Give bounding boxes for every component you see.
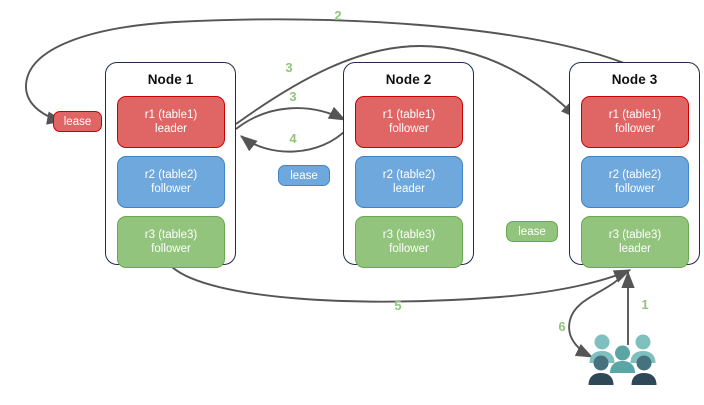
users-icon-svg — [588, 334, 657, 385]
replica-r3-node3[interactable]: r3 (table3) leader — [581, 216, 689, 268]
node-title: Node 2 — [385, 72, 432, 87]
node-box-node3[interactable]: Node 3 r1 (table1) follower r2 (table2) … — [569, 62, 700, 268]
replica-role: follower — [151, 183, 191, 195]
replica-name: r2 (table2) — [608, 169, 662, 181]
node-box-node1[interactable]: Node 1 r1 (table1) leader r2 (table2) fo… — [105, 62, 236, 268]
person-front-right-icon — [631, 355, 657, 385]
replica-role: follower — [389, 243, 429, 255]
replica-r3-node1[interactable]: r3 (table3) follower — [117, 216, 225, 268]
replica-name: r3 (table3) — [608, 229, 662, 241]
replica-r1-node3[interactable]: r1 (table1) follower — [581, 96, 689, 148]
replica-role: follower — [615, 123, 655, 135]
replica-name: r3 (table3) — [382, 229, 436, 241]
replica-r1-node2[interactable]: r1 (table1) follower — [355, 96, 463, 148]
node-title: Node 3 — [611, 72, 658, 87]
lease-badge-table1[interactable]: lease — [53, 111, 102, 132]
edge-label-6: 6 — [558, 319, 566, 334]
replica-r3-node2[interactable]: r3 (table3) follower — [355, 216, 463, 268]
replica-r2-node3[interactable]: r2 (table2) follower — [581, 156, 689, 208]
edge-3-lower-path — [235, 106, 347, 130]
users-group-icon — [588, 334, 662, 390]
replica-r1-node1[interactable]: r1 (table1) leader — [117, 96, 225, 148]
edge-label-5: 5 — [394, 298, 402, 313]
replica-name: r1 (table1) — [608, 109, 662, 121]
lease-badge-table2[interactable]: lease — [278, 165, 330, 186]
edge-5-path — [171, 266, 632, 303]
replica-role: leader — [393, 183, 425, 195]
edge-label-3-lower: 3 — [289, 89, 297, 104]
node-title: Node 1 — [147, 72, 194, 87]
person-middle-icon — [610, 345, 635, 373]
replica-role: leader — [619, 243, 651, 255]
replica-role: follower — [151, 243, 191, 255]
replica-r2-node1[interactable]: r2 (table2) follower — [117, 156, 225, 208]
edge-label-2: 2 — [334, 8, 342, 23]
replica-role: follower — [615, 183, 655, 195]
lease-badge-table3[interactable]: lease — [506, 221, 558, 242]
replica-name: r2 (table2) — [144, 169, 198, 181]
replica-name: r2 (table2) — [382, 169, 436, 181]
replica-role: follower — [389, 123, 429, 135]
edge-label-3-upper: 3 — [285, 60, 293, 75]
replica-role: leader — [155, 123, 187, 135]
edge-label-1: 1 — [641, 297, 649, 312]
person-front-left-icon — [588, 355, 614, 385]
replica-r2-node2[interactable]: r2 (table2) leader — [355, 156, 463, 208]
replica-name: r3 (table3) — [144, 229, 198, 241]
edge-label-4: 4 — [289, 131, 297, 146]
replica-name: r1 (table1) — [144, 109, 198, 121]
node-box-node2[interactable]: Node 2 r1 (table1) follower r2 (table2) … — [343, 62, 474, 268]
replica-name: r1 (table1) — [382, 109, 436, 121]
